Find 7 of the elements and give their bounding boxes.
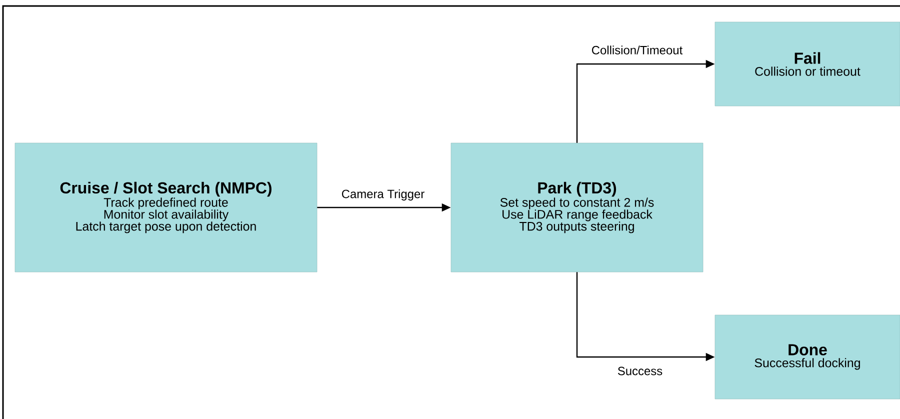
state-box: Cruise / Slot Search (NMPC) Track predefined route Monitor slot availability Latch target pose upon detection [14,142,318,272]
state-box: Fail Collision or timeout [714,22,900,106]
state-box: Done Successful docking [714,314,900,400]
edge-label: Camera Trigger [340,188,426,202]
edge-label: Success [616,366,664,376]
edge-label: Collision/Timeout [590,44,684,56]
state-box: Park (TD3) Set speed to constant 2 m/s Use LiDAR range feedback TD3 outputs steering [450,142,704,272]
